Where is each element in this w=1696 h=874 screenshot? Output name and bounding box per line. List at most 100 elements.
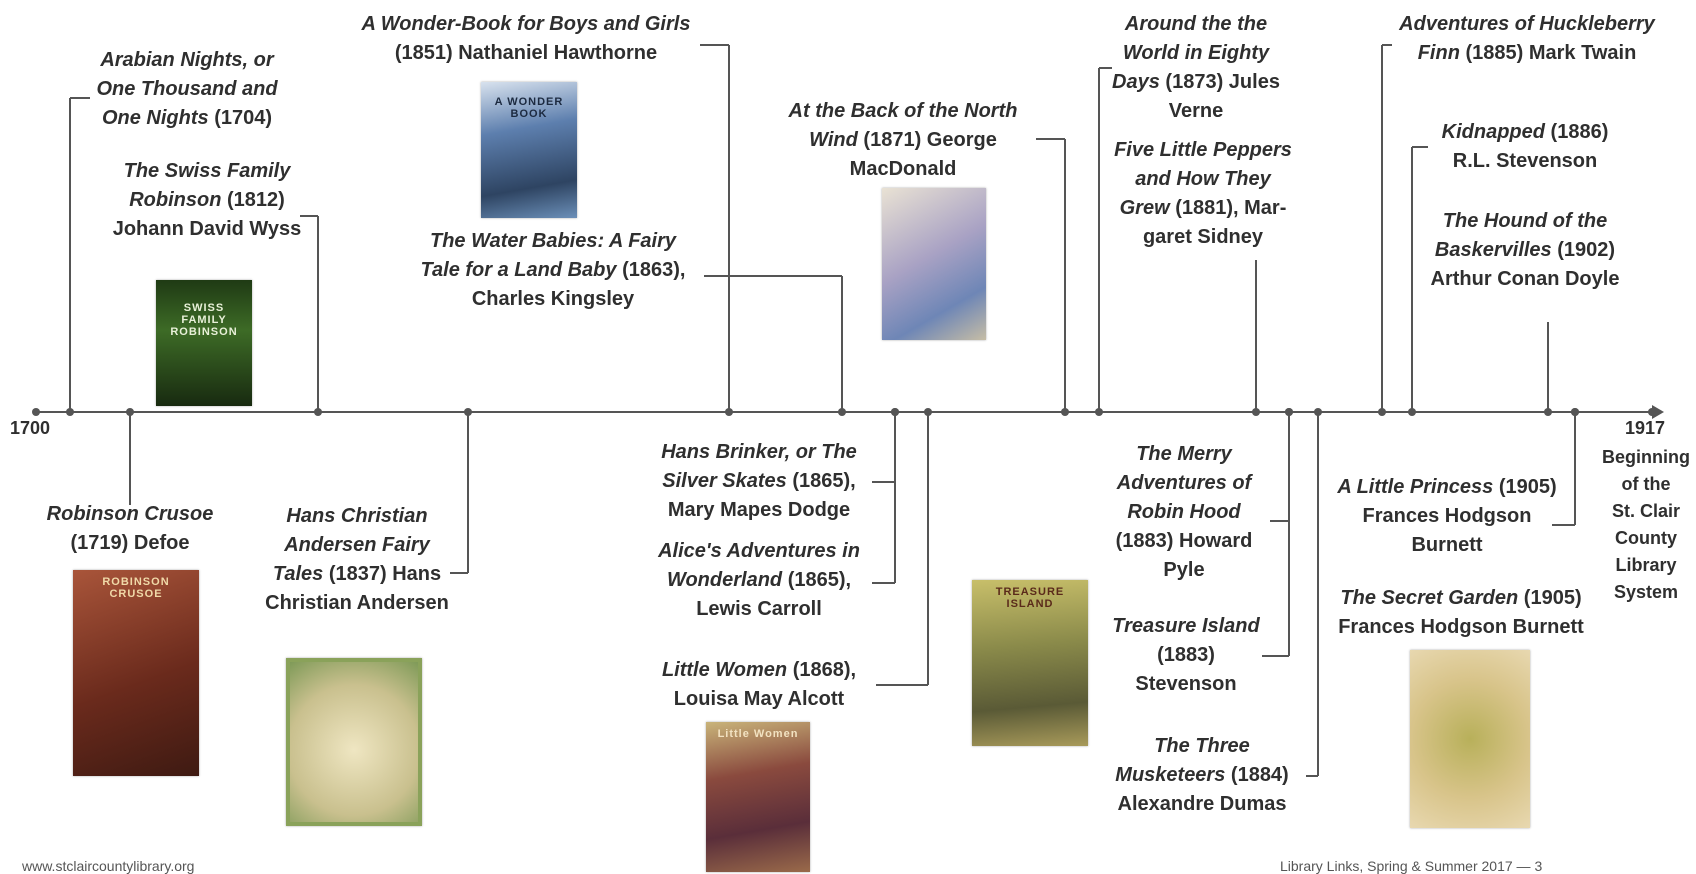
cover-title: SWISS FAMILY ROBINSON bbox=[170, 302, 238, 338]
end-caption-line: Library bbox=[1615, 555, 1677, 575]
entry-author: Hans Christian Andersen bbox=[265, 563, 449, 614]
entry-robin-hood: The Merry Adventures of Robin Hood (1883… bbox=[1098, 440, 1270, 585]
entry-year: (1883) Howard bbox=[1115, 530, 1253, 552]
entry-author: Nathaniel Hawthorne bbox=[458, 42, 658, 64]
end-caption-line: of the bbox=[1621, 474, 1671, 494]
entry-musketeers: The Three Musketeers (1884) Alexandre Du… bbox=[1104, 732, 1300, 819]
entry-water-babies: The Water Babies: A Fairy Tale for a Lan… bbox=[412, 227, 694, 314]
entry-year: (1851) bbox=[394, 42, 453, 64]
entry-year: (1885) bbox=[1465, 42, 1524, 64]
entry-title: Little Women bbox=[661, 659, 788, 681]
entry-little-princess: A Little Princess (1905) Frances Hodgson… bbox=[1332, 473, 1562, 560]
entry-author: Pyle bbox=[1163, 559, 1205, 581]
cover-little-women: Little Women bbox=[706, 722, 810, 872]
entry-title: Treasure Island bbox=[1112, 615, 1260, 637]
entry-author: Arthur Conan Doyle bbox=[1430, 268, 1620, 290]
entry-title: The Secret Garden bbox=[1340, 587, 1519, 609]
entry-year: (1837) bbox=[328, 563, 387, 585]
cover-title: ROBINSON CRUSOE bbox=[102, 576, 170, 600]
entry-title: A Little Princess bbox=[1337, 476, 1494, 498]
entry-title: Alice's Adventures in Wonderland bbox=[658, 540, 860, 591]
cover-secret-garden bbox=[1410, 650, 1530, 828]
start-year-label: 1700 bbox=[10, 418, 51, 438]
entry-year: (1719) bbox=[70, 532, 129, 554]
cover-wonder-book: A WONDER BOOK bbox=[481, 82, 577, 218]
entry-north-wind: At the Back of the North Wind (1871) Geo… bbox=[778, 97, 1028, 184]
cover-swiss-family: SWISS FAMILY ROBINSON bbox=[156, 280, 252, 406]
entry-title: Adventures of Huckleberry Finn bbox=[1399, 13, 1655, 64]
entry-year: (1863), bbox=[622, 259, 686, 281]
entry-author: Charles Kingsley bbox=[471, 288, 635, 310]
entry-hans-brinker: Hans Brinker, or The Silver Skates (1865… bbox=[648, 438, 870, 525]
entry-author: Mark Twain bbox=[1528, 42, 1637, 64]
tick-dot-end bbox=[1648, 408, 1656, 416]
entry-year: (1884) bbox=[1230, 764, 1289, 786]
entry-author: Louisa May Alcott bbox=[673, 688, 845, 710]
entry-year: (1902) bbox=[1557, 239, 1616, 261]
entry-five-peppers: Five Little Peppers and How They Grew (1… bbox=[1110, 136, 1296, 252]
end-caption-line: St. Clair bbox=[1611, 501, 1681, 521]
end-caption: Beginning of the St. Clair County Librar… bbox=[1598, 444, 1694, 606]
entry-treasure-island: Treasure Island (1883) Stevenson bbox=[1112, 612, 1260, 699]
cover-title: TREASURE ISLAND bbox=[995, 586, 1065, 610]
entry-robinson-crusoe: Robinson Crusoe (1719) Defoe bbox=[40, 500, 220, 558]
entry-secret-garden: The Secret Garden (1905) Frances Hodgson… bbox=[1328, 584, 1594, 642]
entry-title: Robinson Crusoe bbox=[46, 503, 214, 525]
entry-year: (1883) bbox=[1157, 644, 1215, 666]
cover-north-wind bbox=[882, 188, 986, 340]
entry-kidnapped: Kidnapped (1886) R.L. Stevenson bbox=[1430, 118, 1620, 176]
timeline-arrowhead bbox=[1652, 405, 1664, 419]
entry-title: At the Back of the North Wind bbox=[788, 100, 1018, 151]
entry-author: Alexandre Dumas bbox=[1117, 793, 1287, 815]
entry-author: R.L. Stevenson bbox=[1452, 150, 1598, 172]
entry-year: (1871) bbox=[863, 129, 922, 151]
entry-author: Johann David Wyss bbox=[112, 218, 302, 240]
entry-author: Frances Hodgson Burnett bbox=[1338, 616, 1584, 638]
end-caption-line: County bbox=[1615, 528, 1677, 548]
entry-baskervilles: The Hound of the Baskervilles (1902) Art… bbox=[1420, 207, 1630, 294]
entry-little-women: Little Women (1868), Louisa May Alcott bbox=[642, 656, 876, 714]
entry-arabian-nights: Arabian Nights, or One Thousand and One … bbox=[82, 46, 292, 133]
entry-year: (1868), bbox=[792, 659, 857, 681]
entry-year: (1905) bbox=[1498, 476, 1557, 498]
cover-title: A WONDER BOOK bbox=[494, 96, 564, 120]
entry-author: Lewis Carroll bbox=[696, 598, 822, 620]
entry-author: Mar-garet Sidney bbox=[1142, 197, 1287, 248]
entry-title: Five Little Peppers and How They Grew bbox=[1114, 139, 1292, 219]
entry-wonder-book: A Wonder-Book for Boys and Girls (1851) … bbox=[356, 10, 696, 68]
entry-title: The Merry Adventures of Robin Hood bbox=[1116, 443, 1252, 523]
entry-author: Frances Hodgson Burnett bbox=[1362, 505, 1532, 556]
entry-year: (1865), bbox=[787, 569, 852, 591]
entry-eighty-days: Around the the World in Eighty Days (187… bbox=[1106, 10, 1286, 126]
cover-treasure-island: TREASURE ISLAND bbox=[972, 580, 1088, 746]
cover-title: Little Women bbox=[717, 728, 799, 740]
entry-author: Jules Verne bbox=[1168, 71, 1280, 122]
footer-page-info: Library Links, Spring & Summer 2017 — 3 bbox=[1280, 858, 1543, 874]
tick-dot-start bbox=[32, 408, 40, 416]
cover-robinson-crusoe: ROBINSON CRUSOE bbox=[73, 570, 199, 776]
entry-andersen: Hans Christian Andersen Fairy Tales (183… bbox=[262, 502, 452, 618]
entry-huck-finn: Adventures of Huckleberry Finn (1885) Ma… bbox=[1382, 10, 1672, 68]
entry-year: (1873) bbox=[1165, 71, 1224, 93]
entry-title: A Wonder-Book for Boys and Girls bbox=[361, 13, 691, 35]
entry-author: George MacDonald bbox=[849, 129, 997, 180]
entry-year: (1881), bbox=[1175, 197, 1239, 219]
cover-andersen bbox=[286, 658, 422, 826]
end-year-label: 1917 bbox=[1625, 418, 1666, 438]
entry-swiss-family: The Swiss Family Robinson (1812) Johann … bbox=[112, 157, 302, 244]
entry-author: Defoe bbox=[133, 532, 190, 554]
entry-author: Stevenson bbox=[1135, 673, 1237, 695]
entry-year: (1886) bbox=[1550, 121, 1609, 143]
entry-year: (1704) bbox=[214, 107, 273, 129]
entry-title: The Hound of the Baskervilles bbox=[1434, 210, 1608, 261]
entry-title: The Swiss Family Robinson bbox=[123, 160, 291, 211]
entry-year: (1812) bbox=[226, 189, 285, 211]
entry-title: Hans Brinker, or The Silver Skates bbox=[661, 441, 857, 492]
entry-title: The Three Musketeers bbox=[1115, 735, 1250, 786]
entry-title: The Water Babies: A Fairy Tale for a Lan… bbox=[420, 230, 676, 281]
entry-year: (1905) bbox=[1523, 587, 1582, 609]
entry-alice: Alice's Adventures in Wonderland (1865),… bbox=[648, 537, 870, 624]
end-caption-line: Beginning bbox=[1602, 447, 1690, 467]
entry-title: Hans Christian Andersen Fairy Tales bbox=[272, 505, 430, 585]
